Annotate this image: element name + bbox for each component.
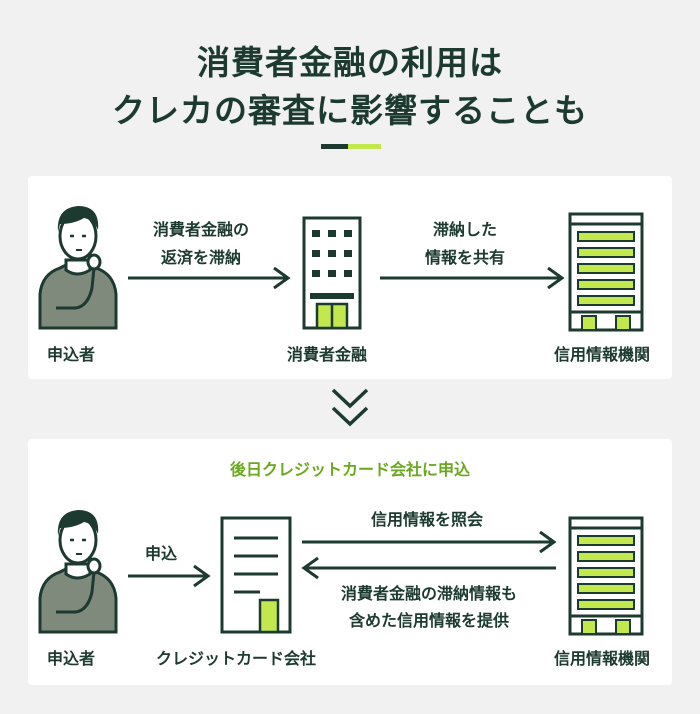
apply-arrow-label: 申込 [144,544,177,563]
lender-label: 消費者金融 [287,345,368,364]
arrow-right-icon [128,564,211,588]
arrow2-text-line1: 滞納した [432,220,497,239]
bureau-building-icon [568,516,644,636]
provide-arrow-label-line1: 消費者金融の滞納情報も [340,584,517,603]
applicant-label: 申込者 [47,345,96,364]
provide-arrow-label-line2: 含めた信用情報を提供 [348,611,509,630]
arrow2-text-line2: 情報を共有 [424,248,505,267]
arrow1-text-line1: 消費者金融の [152,220,249,239]
page-title-line1: 消費者金融の利用は [197,43,503,82]
arrow1-text-line2: 返済を滞納 [160,248,241,267]
double-chevron-down-icon [331,388,369,427]
inquiry-arrow-label: 信用情報を照会 [370,510,483,529]
panel2-heading: 後日クレジットカード会社に申込 [229,460,470,479]
card-company-label: クレジットカード会社 [156,649,317,668]
arrow-right-icon [302,530,557,554]
person-thinking-icon [38,510,118,634]
applicant-label-2: 申込者 [47,649,96,668]
title-underline [321,144,348,149]
person-thinking-icon [38,206,118,330]
arrow-right-icon [380,266,565,290]
document-building-icon [220,516,292,634]
bureau-label-2: 信用情報機関 [554,649,651,668]
arrow-right-icon [128,266,291,290]
page-title-line2: クレカの審査に影響することも [112,91,588,130]
bureau-building-icon [568,212,644,332]
office-building-icon [302,216,362,330]
bureau-label: 信用情報機関 [554,345,651,364]
flow-panel-2 [28,439,672,685]
title-underline-accent [348,144,381,149]
arrow-left-icon [301,556,556,580]
